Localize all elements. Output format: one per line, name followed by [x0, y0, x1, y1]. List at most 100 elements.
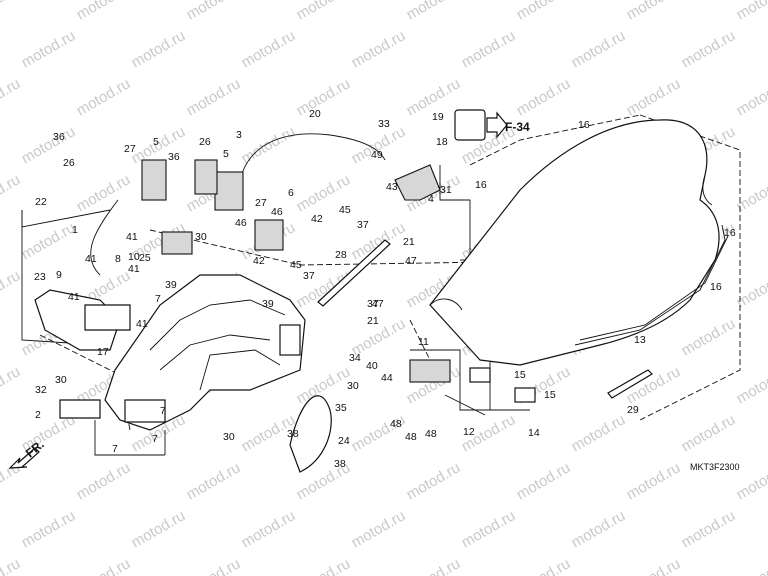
callout-30: 30 — [223, 431, 235, 443]
callout-13: 13 — [634, 334, 646, 346]
callout-31: 31 — [440, 184, 452, 196]
watermark-text: motod.ru — [0, 75, 23, 119]
callout-5: 5 — [153, 136, 159, 148]
watermark-text: motod.ru — [679, 27, 739, 71]
callout-22: 22 — [35, 196, 47, 208]
watermark-text: motod.ru — [569, 27, 629, 71]
callout-17: 17 — [97, 346, 109, 358]
callout-10: 10 — [128, 251, 140, 263]
rear-fender-body[interactable] — [104, 274, 306, 431]
callout-48: 48 — [405, 431, 417, 443]
mount-plate-17[interactable] — [84, 304, 131, 331]
diagram-code: MKT3F2300 — [690, 462, 740, 472]
callout-27: 27 — [255, 197, 267, 209]
watermark-text: motod.ru — [129, 507, 189, 551]
watermark-text: motod.ru — [404, 555, 464, 576]
watermark-text: motod.ru — [19, 507, 79, 551]
watermark-text: motod.ru — [624, 75, 684, 119]
watermark-text: motod.ru — [184, 0, 244, 23]
rod-28[interactable] — [317, 239, 391, 307]
guard-24[interactable] — [289, 395, 332, 473]
watermark-text: motod.ru — [734, 0, 768, 23]
watermark-text: motod.ru — [734, 75, 768, 119]
callout-36: 36 — [53, 131, 65, 143]
latch-4[interactable] — [394, 164, 441, 201]
watermark-text: motod.ru — [514, 75, 574, 119]
callout-layer: 1234556777789101112131415151616161617181… — [34, 108, 736, 470]
cable-1[interactable] — [90, 199, 119, 276]
watermark-text: motod.ru — [184, 459, 244, 503]
callout-45: 45 — [290, 259, 302, 271]
callout-7: 7 — [152, 433, 158, 445]
callout-9: 9 — [56, 269, 62, 281]
callout-40: 40 — [366, 360, 378, 372]
callout-16: 16 — [710, 281, 722, 293]
watermark-text: motod.ru — [184, 555, 244, 576]
strap-29[interactable] — [607, 369, 653, 399]
watermark-text: motod.ru — [459, 507, 519, 551]
hinge-11[interactable] — [409, 359, 451, 383]
watermark-text: motod.ru — [74, 0, 134, 23]
callout-29: 29 — [627, 404, 639, 416]
watermark-text: motod.ru — [514, 0, 574, 23]
bracket-25[interactable] — [161, 231, 193, 255]
seat-assembly[interactable] — [429, 119, 729, 366]
callout-34: 34 — [349, 352, 361, 364]
callout-48: 48 — [425, 428, 437, 440]
cable-20[interactable] — [239, 133, 386, 181]
watermark-text: motod.ru — [734, 555, 768, 576]
callout-48: 48 — [390, 418, 402, 430]
bracket-26[interactable] — [194, 159, 218, 195]
callout-27: 27 — [124, 143, 136, 155]
callout-11: 11 — [418, 336, 429, 348]
latch-5a[interactable] — [141, 159, 167, 201]
watermark-text: motod.ru — [514, 555, 574, 576]
watermark-text: motod.ru — [569, 507, 629, 551]
callout-28: 28 — [335, 249, 347, 261]
callout-26: 26 — [63, 157, 75, 169]
watermark-text: motod.ru — [74, 459, 134, 503]
watermark-text: motod.ru — [349, 507, 409, 551]
callout-41: 41 — [128, 263, 140, 275]
callout-30: 30 — [347, 380, 359, 392]
callout-7: 7 — [155, 293, 161, 305]
callout-24: 24 — [338, 435, 350, 447]
watermark-text: motod.ru — [0, 267, 23, 311]
callout-30: 30 — [195, 231, 207, 243]
callout-3: 3 — [236, 129, 242, 141]
watermark-text: motod.ru — [294, 555, 354, 576]
callout-20: 20 — [309, 108, 321, 120]
watermark-text: motod.ru — [294, 0, 354, 23]
cushion-15b[interactable] — [514, 387, 536, 403]
callout-16: 16 — [724, 227, 736, 239]
callout-42: 42 — [311, 213, 323, 225]
seat — [429, 119, 720, 366]
watermark-text: motod.ru — [624, 555, 684, 576]
callout-32: 32 — [35, 384, 47, 396]
watermark-text: motod.ru — [239, 507, 299, 551]
watermark-text: motod.ru — [294, 75, 354, 119]
bracket-6[interactable] — [254, 219, 284, 251]
latch-5b[interactable] — [214, 171, 244, 211]
callout-42: 42 — [253, 255, 265, 267]
callout-35: 35 — [335, 402, 347, 414]
callout-23: 23 — [34, 271, 46, 283]
callout-30: 30 — [55, 374, 67, 386]
bracket-2[interactable] — [59, 399, 101, 419]
watermark-text: motod.ru — [0, 555, 23, 576]
watermark-text: motod.ru — [679, 507, 739, 551]
callout-39: 39 — [165, 279, 177, 291]
callout-43: 43 — [386, 181, 398, 193]
callout-41: 41 — [136, 318, 148, 330]
bolt-12[interactable] — [444, 394, 486, 416]
callout-41: 41 — [126, 231, 138, 243]
callout-16: 16 — [475, 179, 487, 191]
callout-49: 49 — [371, 149, 383, 161]
watermark-text: motod.ru — [734, 171, 768, 215]
watermark-text: motod.ru — [569, 411, 629, 455]
callout-8: 8 — [115, 253, 121, 265]
callout-21: 21 — [403, 236, 415, 248]
cushion-15a[interactable] — [469, 367, 491, 383]
callout-39: 39 — [262, 298, 274, 310]
